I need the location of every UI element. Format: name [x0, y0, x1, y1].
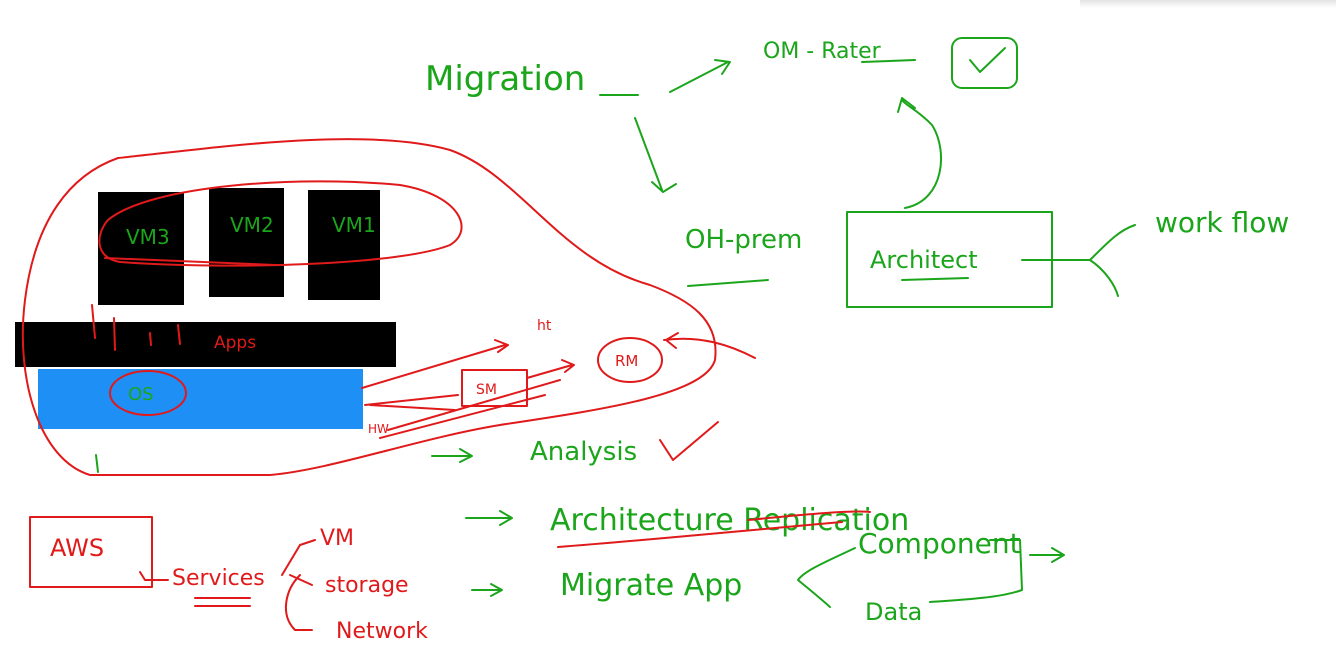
arrow-to-onprem [634, 117, 677, 193]
workflow-branch [1021, 224, 1136, 297]
arrows-to-hw [379, 379, 561, 439]
bracket-arrow [1029, 547, 1065, 563]
arrow-analysis [431, 448, 473, 463]
om-underline [861, 59, 916, 63]
app-brace [797, 547, 856, 608]
arrow-to-om [669, 59, 731, 93]
architect-label: Architect [870, 246, 978, 274]
rm-circle [597, 337, 663, 383]
arrow-arch-rep [465, 510, 513, 526]
workflow-label: work flow [1155, 206, 1289, 239]
architect-underline [901, 277, 969, 281]
os-label: OS [128, 384, 154, 405]
rm-label: RM [615, 352, 638, 370]
om-rater-label: OM - Rater [763, 39, 882, 64]
vm-enclosure [98, 180, 463, 267]
check-box-icon [951, 37, 1018, 89]
green-tick-small [95, 454, 99, 473]
migration-label: Migration [425, 59, 585, 99]
line-sm-lower [369, 404, 456, 411]
vm-underline [104, 257, 276, 266]
apps-label: Apps [214, 333, 256, 353]
component-label: Component [858, 527, 1021, 560]
services-underline [194, 597, 251, 607]
os-circle [109, 370, 187, 416]
analysis-label: Analysis [530, 437, 637, 467]
sm-label: SM [476, 382, 497, 398]
vm2-label: VM2 [230, 213, 274, 237]
services-label: Services [172, 566, 265, 591]
services-branches [281, 539, 316, 631]
vm1-block [308, 190, 380, 300]
vm1-label: VM1 [332, 213, 376, 237]
vm-label: VM [320, 526, 354, 551]
hypervisor-bar [15, 322, 396, 367]
storage-label: storage [325, 573, 409, 598]
vm3-block [98, 192, 184, 305]
vm3-label: VM3 [126, 225, 170, 249]
arch-rep-underline [557, 521, 843, 548]
vm2-block [209, 188, 284, 297]
check-box-tick [969, 47, 1006, 73]
host-os-block [38, 369, 363, 429]
ht-label: ht [537, 318, 552, 334]
window-edge-shadow [1080, 0, 1336, 8]
onprem-underline [687, 279, 769, 287]
data-label: Data [865, 598, 922, 626]
aws-label: AWS [50, 534, 104, 562]
migrate-app-label: Migrate App [560, 568, 742, 603]
arrow-architect-to-om [897, 97, 943, 209]
hw-label: HW [368, 422, 389, 436]
replication-underline [747, 510, 871, 521]
onprem-label: OH-prem [685, 225, 802, 255]
onprem-enclosure [21, 138, 717, 476]
arrow-into-rm [663, 332, 756, 359]
arrow-to-ht [361, 339, 509, 389]
aws-to-services-hook [139, 571, 169, 581]
tally-marks [91, 304, 181, 351]
line-to-sm [364, 394, 459, 406]
network-label: Network [336, 619, 428, 644]
component-data-bracket [929, 539, 1023, 603]
aws-box [29, 516, 153, 588]
sm-box [461, 369, 528, 407]
arrow-migrate-app [471, 583, 503, 597]
arrow-sm-to-rm [526, 359, 575, 379]
check-mark-icon [659, 421, 719, 461]
